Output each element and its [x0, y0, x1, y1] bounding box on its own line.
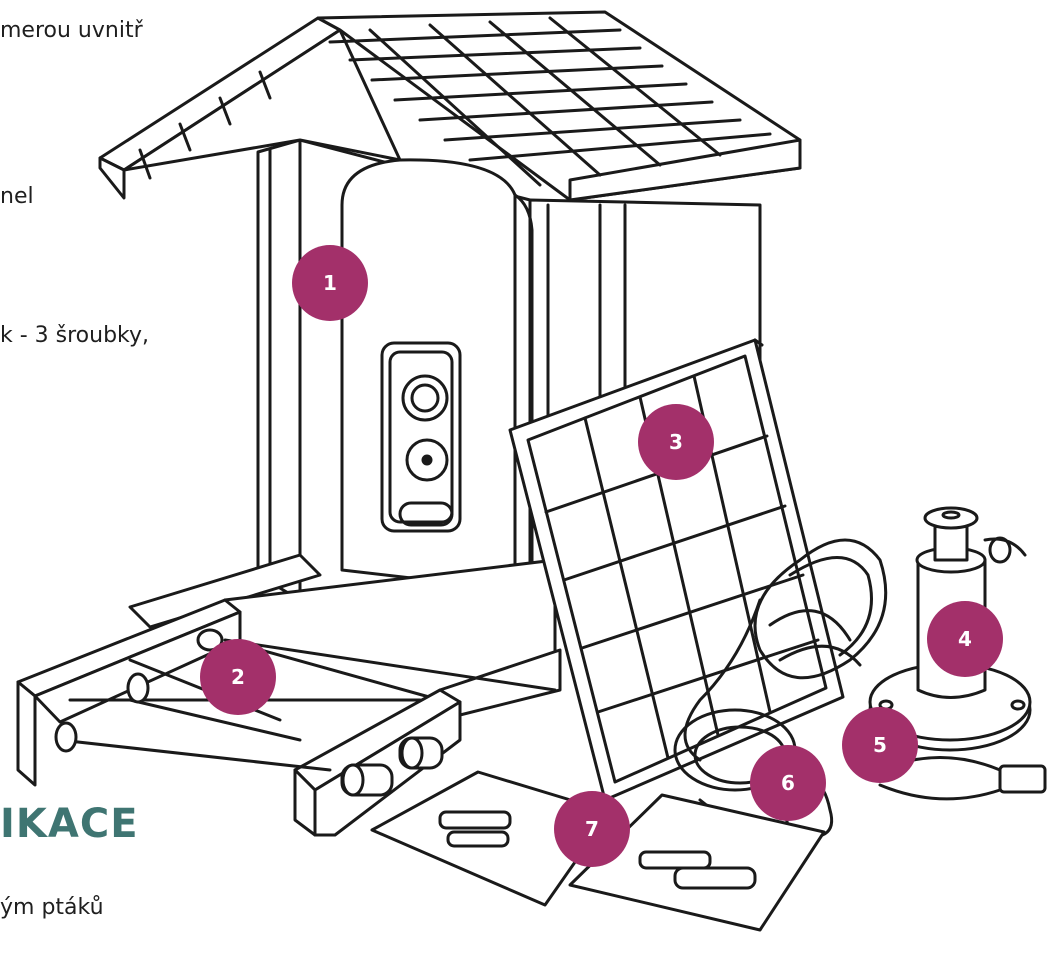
svg-text:7: 7: [585, 817, 599, 841]
svg-text:5: 5: [873, 733, 887, 757]
badge-1: 1: [292, 245, 368, 321]
badge-3: 3: [638, 404, 714, 480]
svg-text:6: 6: [781, 771, 795, 795]
svg-text:3: 3: [669, 430, 683, 454]
text-panel-fragment: nel: [0, 184, 34, 209]
screw-bags: [370, 770, 826, 932]
badge-6: 6: [750, 745, 826, 821]
svg-text:4: 4: [958, 627, 972, 651]
solar-panel: [508, 338, 845, 802]
svg-text:2: 2: [231, 665, 245, 689]
text-birds-fragment: ým ptáků: [0, 895, 104, 920]
wall-mount: [868, 506, 1032, 752]
number-badges: 1 2 3 4 5 6 7: [200, 245, 1003, 867]
badge-7: 7: [554, 791, 630, 867]
section-heading: IKACE: [0, 801, 139, 847]
perch-tray: [16, 553, 562, 837]
svg-text:1: 1: [323, 271, 337, 295]
text-camera-fragment: merou uvnitř: [0, 18, 143, 43]
feeder-roof: [98, 10, 802, 202]
text-screws-fragment: k - 3 šroubky,: [0, 323, 150, 348]
camera-module: [380, 341, 462, 533]
badge-2: 2: [200, 639, 276, 715]
badge-5: 5: [842, 707, 918, 783]
badge-4: 4: [927, 601, 1003, 677]
